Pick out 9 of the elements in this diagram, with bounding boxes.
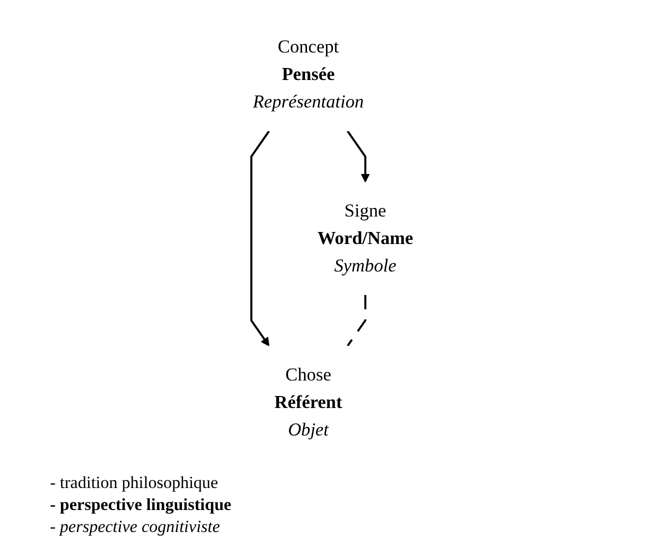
note-text: - perspective linguistique [50,495,232,515]
note-text: - tradition philosophique [50,473,220,493]
arrow [346,130,370,182]
node-text: Signe Word/Name Symbole [317,200,414,276]
node-text: Concept Pensée Représentation [252,36,364,112]
connector [346,295,366,346]
arrow [250,130,270,346]
node-text: Chose Référent Objet [274,364,342,440]
note-text: - perspective cognitiviste [50,517,221,537]
